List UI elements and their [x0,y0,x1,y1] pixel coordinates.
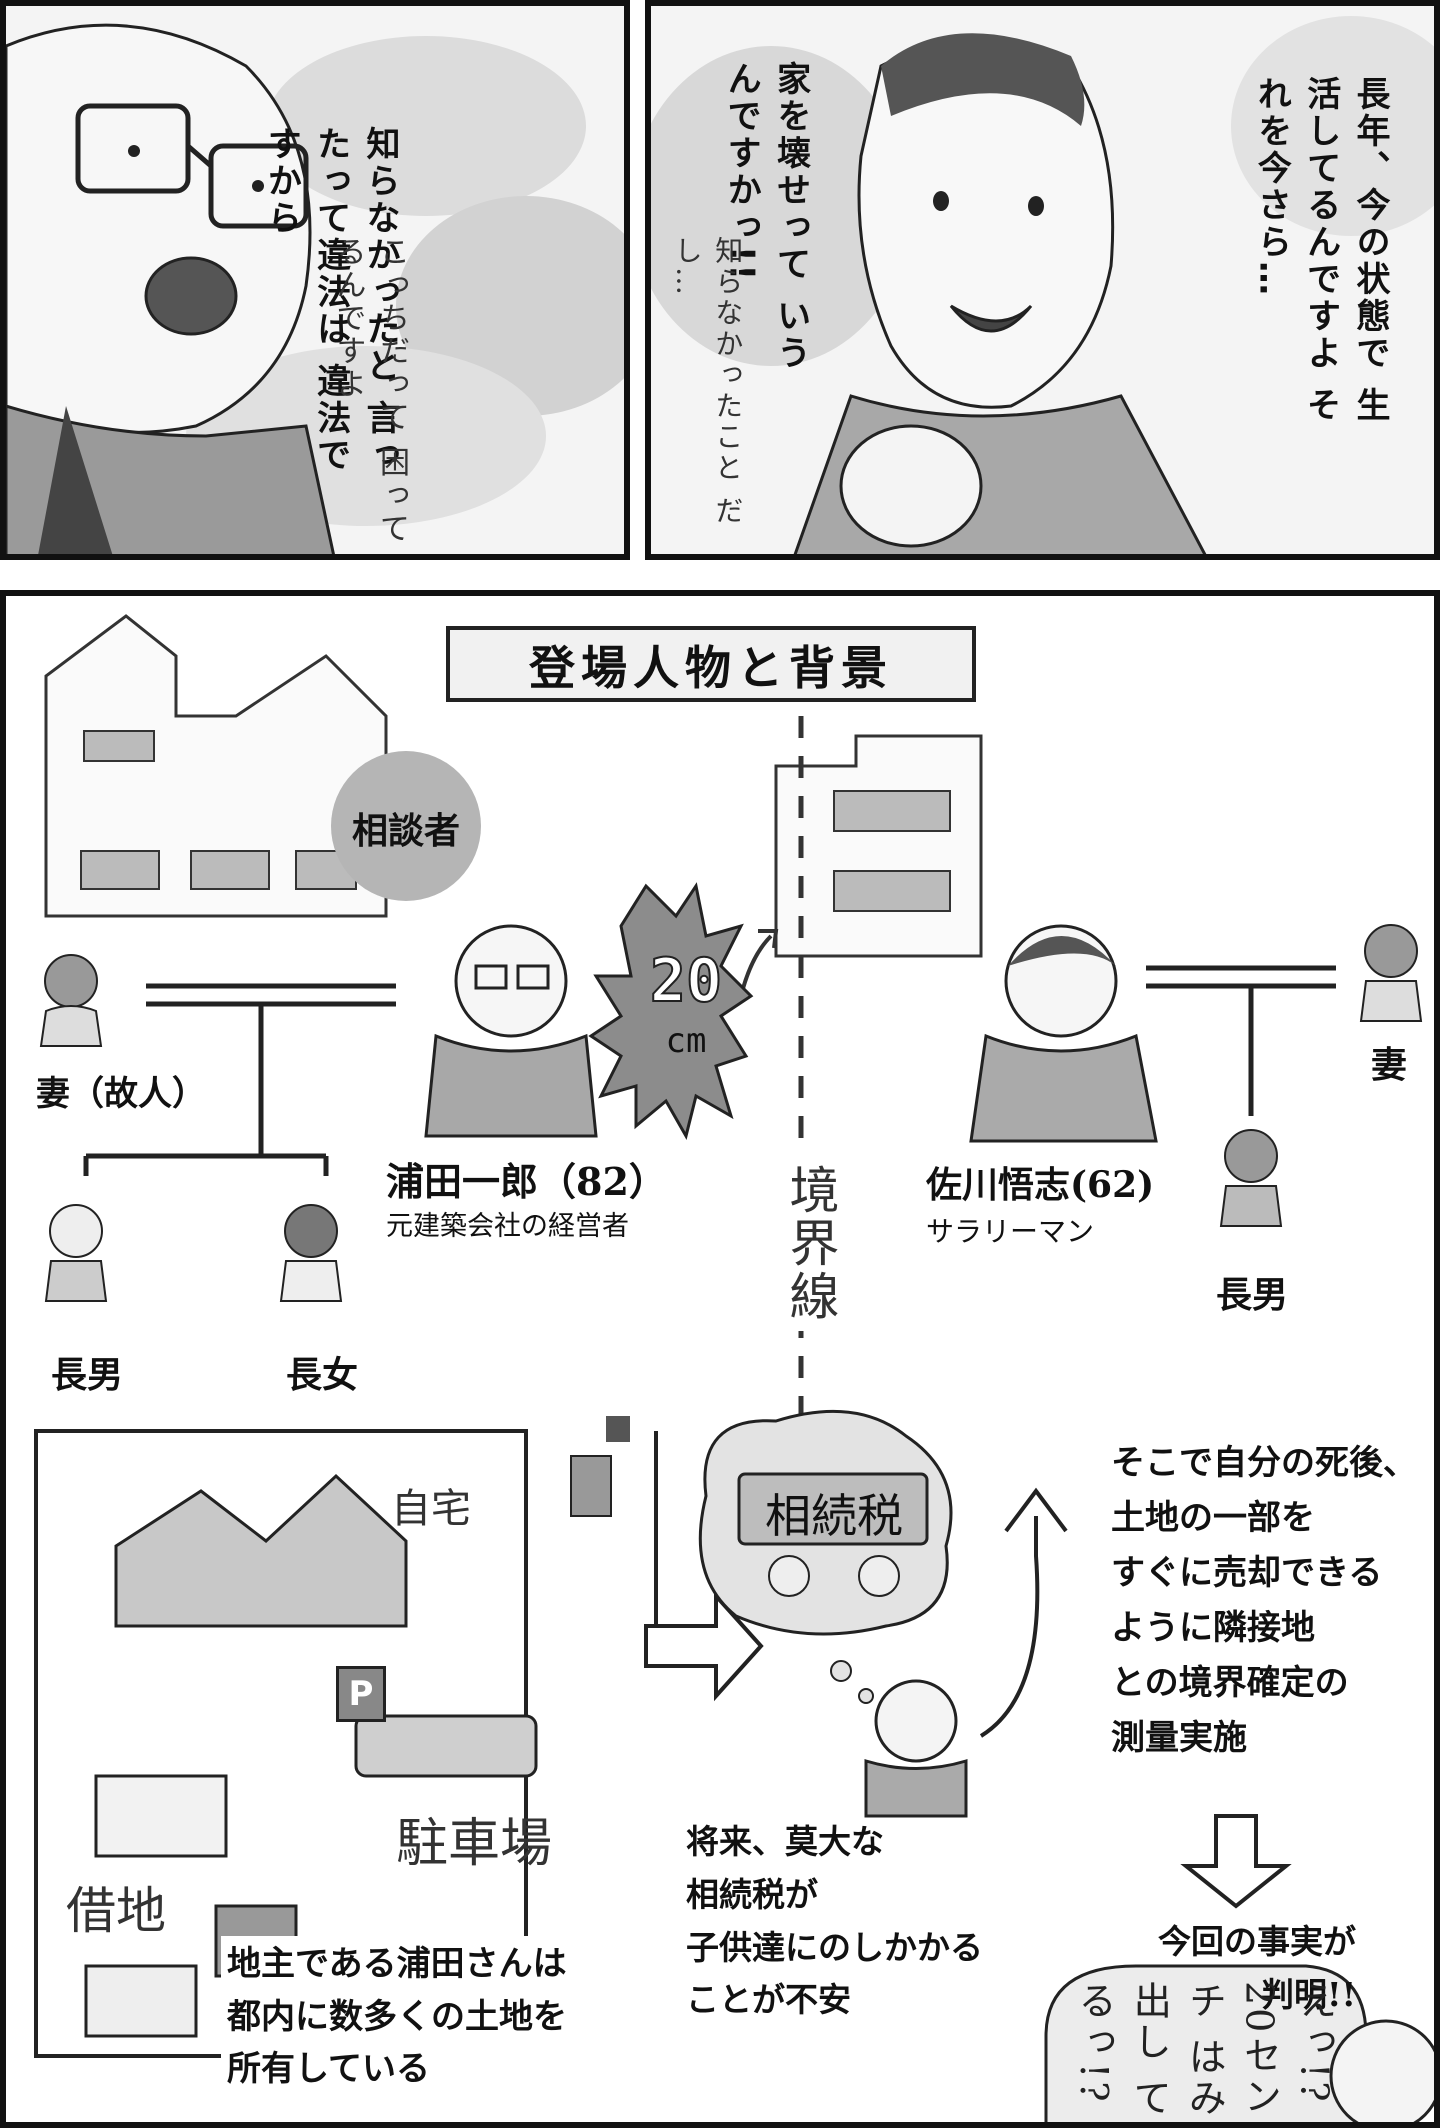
sagawa-role: サラリーマン [926,1215,1095,1248]
left-eldest-son-label: 長男 [51,1354,124,1396]
speech-bubble-demolish: 家を壊せって いうんですかっ!! [716,61,815,391]
panel-characters-background: 登場人物と背景 相談者 妻（故人） 長男 長女 浦田一郎（82） 元建築会社の経… [0,590,1440,2128]
aside-line: 困ってるんですよ [330,236,410,546]
right-wife-label: 妻 [1371,1044,1408,1086]
result-line: 今回の事実が [1158,1922,1356,1961]
speech-line: いうんですかっ!! [721,61,811,372]
tax-caption: 将来、莫大な 相続税が 子供達にのしかかる ことが不安 [686,1816,983,2027]
result-caption: 今回の事実が 判明!! [1146,1916,1356,2022]
speech-line: 長年、今の状態で [1350,76,1390,372]
exclaim-line: 20センチ [1182,1981,1282,2118]
tax-caption-line: 子供達にのしかかる [686,1927,983,1967]
aside-troubled: こっちだって 困ってるんですよ [326,236,413,554]
panel-urata-speaks: 知らなかったと 言ったって違法は 違法ですから こっちだって 困ってるんですよ [0,0,630,560]
aside-didnt-know: 知らなかったこと だし… [666,236,747,554]
panel-sagawa-speaks: 長年、今の状態で 生活してるんですよ それを今さら… 家を壊せって いうんですか… [645,0,1440,560]
assets-caption-line: 所有している [227,2049,430,2090]
urata-role: 元建築会社の経営者 [386,1211,629,1242]
action-line: ように隣接地 [1111,1608,1315,1649]
sagawa-name: 佐川悟志(62) [926,1164,1155,1206]
tax-caption-line: ことが不安 [686,1980,851,2020]
left-eldest-daughter-label: 長女 [286,1354,359,1396]
inheritance-tax-sign: 相続税 [765,1489,903,1543]
urata-closeup-illustration [6,23,624,554]
result-line: 判明!! [1261,1974,1356,2014]
right-eldest-son-label: 長男 [1216,1274,1289,1316]
asset-home-label: 自宅 [391,1486,471,1532]
action-line: 土地の一部を [1111,1498,1315,1539]
urata-name: 浦田一郎（82） [386,1159,667,1204]
left-wife-label: 妻（故人） [36,1074,206,1114]
action-line: との境界確定の [1111,1663,1349,1704]
exclaim-line: えっ!? [1292,1981,1337,2105]
assets-caption-line: 都内に数多くの土地を [227,1996,567,2037]
aside-line: 知らなかったこと [711,236,745,484]
assets-caption-line: 地主である浦田さんは [227,1944,567,1984]
encroachment-value: 20 [649,945,723,1017]
aside-line: だし… [670,236,745,527]
action-line: 測量実施 [1111,1718,1247,1759]
speech-line: 違法ですから [261,126,351,474]
action-line: すぐに売却できる [1111,1553,1383,1594]
speech-bubble-longtime: 長年、今の状態で 生活してるんですよ それを今さら… [1246,76,1394,456]
parking-sign-p: P [336,1666,386,1722]
speech-line: 言ったって違法は [310,126,400,474]
exclaim-line: はみ出し [1127,1981,1227,2120]
exclaim-bubble-text: えっ!? 20センチ はみ出し てるっ!? [1066,1981,1341,2122]
survey-action-caption: そこで自分の死後、 土地の一部を すぐに売却できる ように隣接地 との境界確定の… [1111,1436,1417,1766]
asset-parking-label: 駐車場 [396,1814,553,1874]
speech-line: 生活してるんですよ [1300,76,1390,424]
diagram-illustrations [34,614,1434,2122]
asset-leased-land-label: 借地 [66,1882,166,1940]
aside-line: こっちだって [374,236,409,434]
tax-caption-line: 相続税が [686,1874,818,1914]
exclaim-line: てるっ!? [1072,1981,1172,2120]
boundary-line-label: 境界線 [774,1156,847,1331]
speech-line: 家を壊せって [770,61,811,283]
speech-line: それを今さら… [1251,76,1341,424]
speech-bubble-illegal: 知らなかったと 言ったって違法は 違法ですから [256,126,404,506]
action-line: そこで自分の死後、 [1111,1443,1417,1483]
speech-line: 知らなかったと [360,126,400,385]
encroachment-unit: cm [665,1021,707,1061]
diagram-title: 登場人物と背景 [446,626,976,702]
tax-caption-line: 将来、莫大な [686,1822,884,1861]
assets-caption: 地主である浦田さんは 都内に数多くの土地を 所有している [221,1936,573,2099]
consultant-badge: 相談者 [351,810,460,852]
sagawa-closeup-illustration [651,16,1434,554]
